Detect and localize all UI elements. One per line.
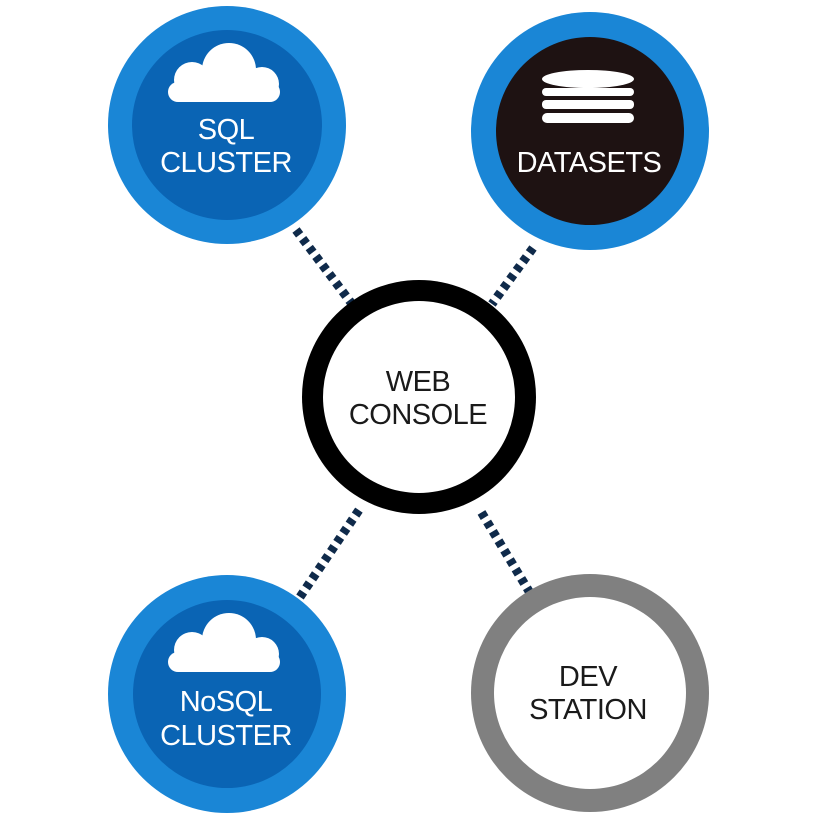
node-sql-cluster[interactable]: SQL CLUSTER — [108, 6, 346, 244]
connector-nosql-to-console — [296, 507, 363, 600]
node-label-line2: CONSOLE — [349, 399, 487, 431]
node-label-line1: SQL — [198, 114, 255, 146]
node-label-line2: CLUSTER — [160, 147, 292, 179]
cloud-icon — [168, 43, 280, 102]
connector-sql-to-console — [292, 227, 356, 307]
node-label-line1: NoSQL — [180, 686, 273, 718]
node-nosql-cluster[interactable]: NoSQL CLUSTER — [108, 575, 346, 813]
connector-dev-to-console — [476, 507, 534, 596]
connector-datasets-to-console — [488, 245, 537, 307]
database-icon — [542, 70, 634, 123]
node-datasets[interactable]: DATASETS — [471, 12, 709, 250]
node-label-line1: DEV — [559, 661, 618, 693]
cloud-icon — [168, 613, 280, 672]
node-label-line2: CLUSTER — [160, 720, 292, 752]
node-label-line1: WEB — [386, 366, 451, 398]
connectors — [292, 227, 537, 600]
node-fill — [496, 37, 684, 225]
node-label-line2: STATION — [529, 694, 647, 726]
node-fill — [494, 597, 686, 789]
node-dev-station[interactable]: DEV STATION — [471, 574, 709, 812]
node-label: DATASETS — [517, 147, 662, 179]
node-fill — [323, 301, 515, 493]
node-web-console[interactable]: WEB CONSOLE — [302, 280, 536, 514]
